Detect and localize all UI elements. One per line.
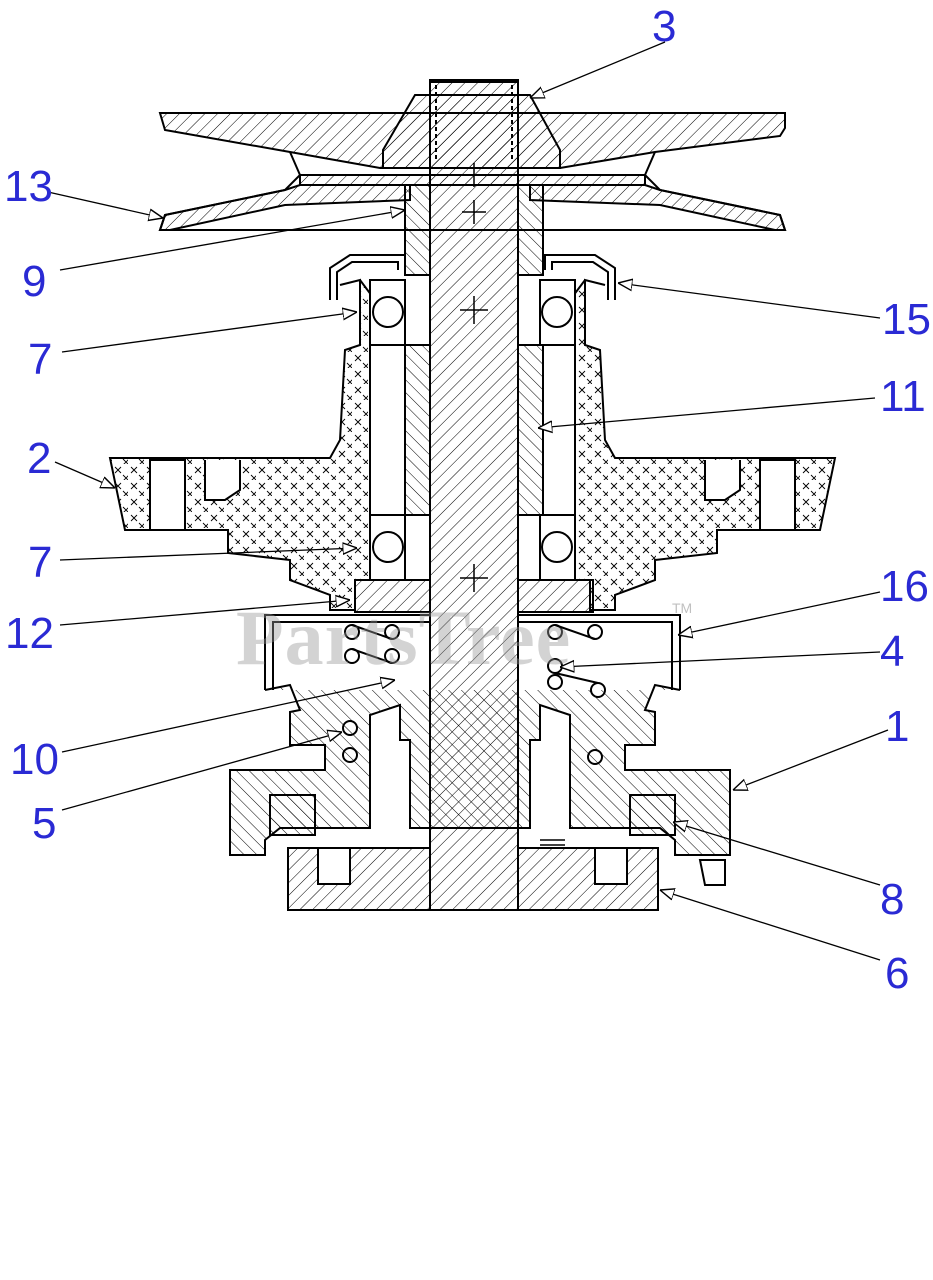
callout-16: 16 — [880, 562, 929, 611]
callout-12: 12 — [5, 609, 54, 658]
leader-4 — [560, 651, 881, 667]
callout-10: 10 — [10, 735, 59, 784]
callout-15: 15 — [882, 295, 931, 344]
leader-16 — [678, 591, 881, 635]
bearing-spacer — [354, 579, 594, 613]
leader-lines — [47, 41, 889, 961]
leader-5 — [61, 732, 342, 811]
leader-13 — [47, 191, 163, 218]
callout-9: 9 — [22, 257, 47, 306]
lower-flange — [229, 683, 731, 886]
callout-8: 8 — [880, 875, 905, 924]
leader-15 — [618, 283, 881, 319]
callout-13: 13 — [4, 162, 53, 211]
shield-cup — [264, 614, 681, 690]
callout-7a: 7 — [28, 335, 53, 384]
leader-7b — [59, 548, 357, 561]
callout-4: 4 — [880, 627, 905, 676]
leader-12 — [59, 600, 350, 626]
leader-10 — [61, 680, 395, 753]
watermark: PartsTree — [236, 594, 572, 681]
leader-3 — [530, 41, 666, 98]
blade-hub — [269, 794, 676, 911]
callout-1: 1 — [885, 702, 910, 751]
bearing-shield-top — [329, 254, 616, 300]
leader-1 — [733, 729, 889, 790]
leader-9 — [59, 210, 405, 271]
bearings — [369, 279, 576, 581]
leader-6 — [660, 890, 881, 961]
housing — [108, 278, 837, 611]
callout-6: 6 — [885, 949, 910, 998]
leader-2 — [54, 461, 115, 488]
watermark-trademark: TM — [672, 600, 693, 616]
callout-7b: 7 — [28, 538, 53, 587]
leader-7a — [61, 312, 357, 353]
callout-2: 2 — [27, 434, 52, 483]
callout-5: 5 — [32, 799, 57, 848]
leader-8 — [673, 822, 881, 886]
callout-11: 11 — [880, 372, 926, 421]
leader-11 — [538, 397, 876, 428]
spacer-sleeves — [404, 184, 544, 516]
callout-3: 3 — [652, 2, 677, 51]
